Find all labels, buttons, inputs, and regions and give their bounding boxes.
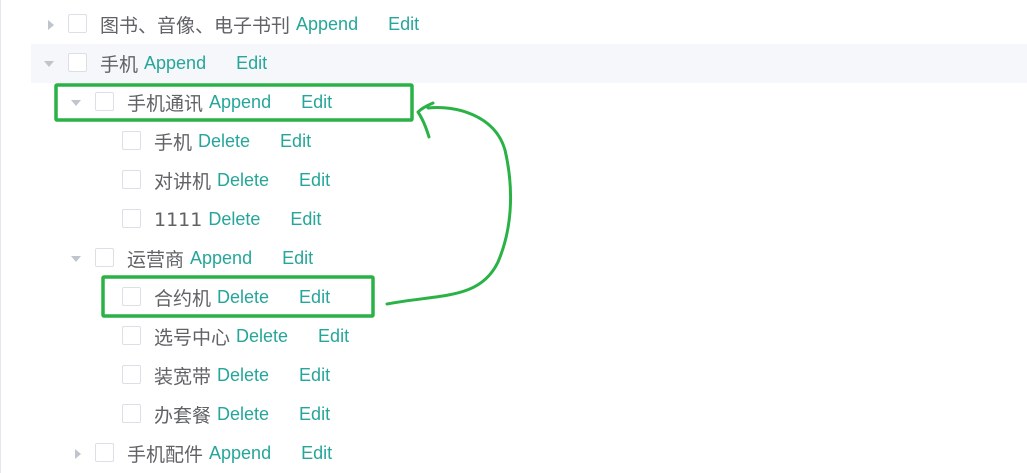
node-content: 手机配件 Append Edit bbox=[127, 434, 332, 473]
tree-node-row[interactable]: 装宽带 Delete Edit bbox=[31, 356, 1027, 395]
collapse-caret-icon[interactable] bbox=[37, 44, 61, 83]
tree-node-row[interactable]: 图书、音像、电子书刊 Append Edit bbox=[31, 5, 1027, 44]
edit-link[interactable]: Edit bbox=[301, 92, 333, 112]
delete-link[interactable]: Delete bbox=[198, 131, 251, 151]
node-content: 图书、音像、电子书刊 Append Edit bbox=[100, 5, 419, 44]
node-checkbox[interactable] bbox=[122, 170, 141, 189]
node-content: 合约机 Delete Edit bbox=[154, 278, 330, 317]
delete-link[interactable]: Delete bbox=[217, 170, 270, 190]
node-content: 对讲机 Delete Edit bbox=[154, 161, 330, 200]
panel-border bbox=[0, 0, 1, 473]
node-content: 选号中心 Delete Edit bbox=[154, 317, 349, 356]
node-checkbox[interactable] bbox=[122, 287, 141, 306]
node-label: 手机配件 bbox=[127, 444, 204, 466]
edit-link[interactable]: Edit bbox=[318, 326, 350, 346]
node-checkbox[interactable] bbox=[68, 53, 87, 72]
node-label: 对讲机 bbox=[154, 171, 212, 193]
edit-link[interactable]: Edit bbox=[299, 365, 331, 385]
node-checkbox[interactable] bbox=[95, 248, 114, 267]
node-label: 手机 bbox=[154, 132, 193, 154]
node-label: 手机 bbox=[100, 54, 139, 76]
edit-link[interactable]: Edit bbox=[290, 209, 322, 229]
append-link[interactable]: Append bbox=[209, 92, 272, 112]
tree-node-row[interactable]: 手机通讯 Append Edit bbox=[31, 83, 1027, 122]
edit-link[interactable]: Edit bbox=[236, 53, 268, 73]
tree-node-row[interactable]: 手机配件 Append Edit bbox=[31, 434, 1027, 473]
edit-link[interactable]: Edit bbox=[388, 14, 420, 34]
tree-node-row[interactable]: 选号中心 Delete Edit bbox=[31, 317, 1027, 356]
append-link[interactable]: Append bbox=[209, 443, 272, 463]
expand-caret-icon[interactable] bbox=[66, 434, 90, 473]
append-link[interactable]: Append bbox=[296, 14, 359, 34]
append-link[interactable]: Append bbox=[144, 53, 207, 73]
node-checkbox[interactable] bbox=[122, 326, 141, 345]
node-label: 1111 bbox=[154, 208, 203, 231]
node-checkbox[interactable] bbox=[122, 131, 141, 150]
node-label: 合约机 bbox=[154, 288, 212, 310]
node-label: 运营商 bbox=[127, 249, 185, 271]
node-checkbox[interactable] bbox=[68, 14, 87, 33]
node-checkbox[interactable] bbox=[122, 404, 141, 423]
node-content: 手机 Append Edit bbox=[100, 44, 267, 83]
node-checkbox[interactable] bbox=[122, 209, 141, 228]
collapse-caret-icon[interactable] bbox=[64, 83, 88, 122]
node-content: 装宽带 Delete Edit bbox=[154, 356, 330, 395]
tree-node-row[interactable]: 运营商 Append Edit bbox=[31, 239, 1027, 278]
edit-link[interactable]: Edit bbox=[280, 131, 312, 151]
node-checkbox[interactable] bbox=[122, 365, 141, 384]
edit-link[interactable]: Edit bbox=[299, 287, 331, 307]
node-content: 手机 Delete Edit bbox=[154, 122, 311, 161]
edit-link[interactable]: Edit bbox=[299, 404, 331, 424]
tree-node-row[interactable]: 合约机 Delete Edit bbox=[31, 278, 1027, 317]
tree-node-row[interactable]: 办套餐 Delete Edit bbox=[31, 395, 1027, 434]
tree-node-row[interactable]: 手机 Delete Edit bbox=[31, 122, 1027, 161]
delete-link[interactable]: Delete bbox=[236, 326, 289, 346]
node-label: 图书、音像、电子书刊 bbox=[100, 15, 291, 37]
node-label: 选号中心 bbox=[154, 327, 231, 349]
collapse-caret-icon[interactable] bbox=[64, 239, 88, 278]
delete-link[interactable]: Delete bbox=[208, 209, 261, 229]
delete-link[interactable]: Delete bbox=[217, 365, 270, 385]
delete-link[interactable]: Delete bbox=[217, 404, 270, 424]
node-label: 装宽带 bbox=[154, 366, 212, 388]
edit-link[interactable]: Edit bbox=[299, 170, 331, 190]
edit-link[interactable]: Edit bbox=[282, 248, 314, 268]
delete-link[interactable]: Delete bbox=[217, 287, 270, 307]
append-link[interactable]: Append bbox=[190, 248, 253, 268]
tree-node-row[interactable]: 1111 Delete Edit bbox=[31, 200, 1027, 239]
node-content: 办套餐 Delete Edit bbox=[154, 395, 330, 434]
node-checkbox[interactable] bbox=[95, 92, 114, 111]
edit-link[interactable]: Edit bbox=[301, 443, 333, 463]
tree-node-row[interactable]: 对讲机 Delete Edit bbox=[31, 161, 1027, 200]
node-checkbox[interactable] bbox=[95, 443, 114, 462]
expand-caret-icon[interactable] bbox=[39, 5, 63, 44]
node-content: 1111 Delete Edit bbox=[154, 200, 321, 239]
node-content: 运营商 Append Edit bbox=[127, 239, 313, 278]
node-label: 手机通讯 bbox=[127, 93, 204, 115]
node-label: 办套餐 bbox=[154, 405, 212, 427]
tree-node-row-highlighted[interactable]: 手机 Append Edit bbox=[31, 44, 1027, 83]
node-content: 手机通讯 Append Edit bbox=[127, 83, 332, 122]
